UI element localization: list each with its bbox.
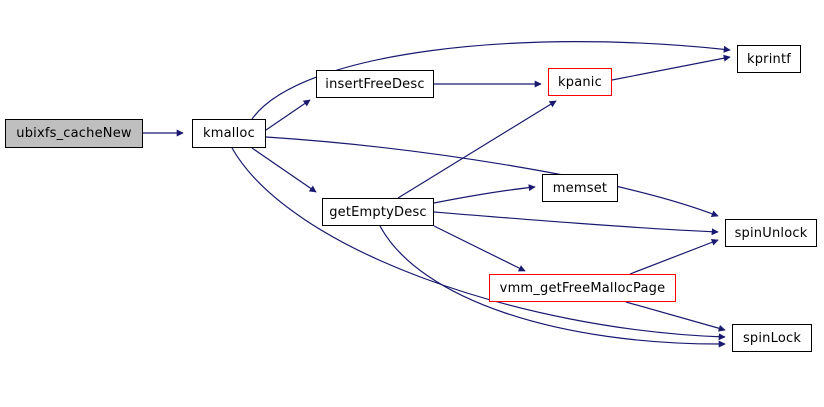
edge-vmm_getFreeMallocPage-to-spinUnlock — [629, 239, 719, 275]
node-label-kpanic: kpanic — [558, 74, 602, 90]
node-label-spinLock: spinLock — [742, 330, 802, 346]
node-label-insertFreeDesc: insertFreeDesc — [325, 76, 425, 92]
edge-kpanic-to-kprintf — [611, 54, 731, 81]
edge-getEmptyDesc-to-spinUnlock — [433, 211, 719, 236]
node-getEmptyDesc[interactable]: getEmptyDesc — [322, 198, 434, 226]
edge-getEmptyDesc-to-spinLock — [379, 225, 726, 348]
edge-getEmptyDesc-to-vmm_getFreeMallocPage — [433, 225, 526, 272]
node-vmm_getFreeMallocPage[interactable]: vmm_getFreeMallocPage — [489, 274, 676, 302]
edge-kmalloc-to-getEmptyDesc — [251, 147, 317, 193]
node-kpanic[interactable]: kpanic — [548, 68, 612, 96]
node-label-kprintf: kprintf — [746, 51, 792, 67]
node-label-memset: memset — [552, 180, 608, 196]
node-label-vmm_getFreeMallocPage: vmm_getFreeMallocPage — [499, 280, 666, 296]
node-kprintf[interactable]: kprintf — [737, 45, 801, 73]
node-label-getEmptyDesc: getEmptyDesc — [329, 204, 427, 220]
edge-kmalloc-to-insertFreeDesc — [265, 99, 311, 131]
edge-getEmptyDesc-to-kpanic — [397, 100, 557, 199]
node-spinUnlock[interactable]: spinUnlock — [725, 219, 817, 247]
edge-kmalloc-to-spinLock — [231, 147, 726, 341]
node-label-ubixfs_cacheNew: ubixfs_cacheNew — [16, 126, 132, 141]
edge-kmalloc-to-spinUnlock — [265, 136, 719, 217]
node-spinLock[interactable]: spinLock — [732, 324, 812, 352]
node-kmalloc[interactable]: kmalloc — [192, 119, 266, 148]
edge-kmalloc-to-kprintf — [251, 41, 731, 120]
node-memset[interactable]: memset — [542, 174, 618, 202]
node-label-kmalloc: kmalloc — [203, 126, 255, 141]
node-ubixfs_cacheNew[interactable]: ubixfs_cacheNew — [5, 119, 143, 148]
edge-getEmptyDesc-to-memset — [433, 184, 536, 204]
edge-vmm_getFreeMallocPage-to-spinLock — [625, 301, 726, 332]
node-insertFreeDesc[interactable]: insertFreeDesc — [316, 70, 434, 98]
node-label-spinUnlock: spinUnlock — [734, 225, 808, 241]
